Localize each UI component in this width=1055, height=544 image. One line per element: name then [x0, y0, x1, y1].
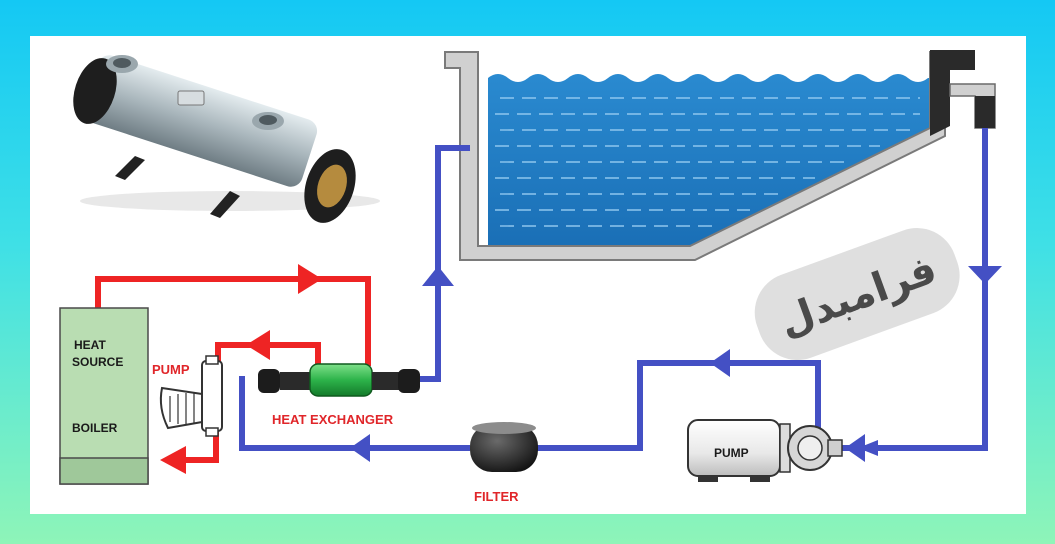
pool-water-loop: [239, 128, 988, 451]
watermark-badge: فرامبدل: [754, 228, 960, 361]
boiler-label: BOILER: [72, 421, 118, 435]
pump-icon: PUMP: [687, 419, 843, 482]
filter-icon: FILTER: [470, 422, 538, 504]
water-ripples: [495, 97, 920, 227]
flow-arrow-icon: [350, 266, 1002, 462]
pump-label: PUMP: [152, 362, 190, 377]
heat-source-label: HEAT: [74, 338, 106, 352]
flow-arrow-icon: [160, 264, 322, 474]
heat-exchanger: HEAT EXCHANGER: [258, 363, 420, 427]
pool-skimmer: [930, 50, 975, 136]
diagram-frame: HEAT SOURCE BOILER PUMP HEAT EXCHANGER F…: [30, 36, 1026, 514]
filter-label: FILTER: [474, 489, 519, 504]
pool-heating-diagram: HEAT SOURCE BOILER PUMP HEAT EXCHANGER F…: [59, 50, 1002, 504]
heat-source-label-2: SOURCE: [72, 355, 123, 369]
heat-exchanger-label: HEAT EXCHANGER: [272, 412, 394, 427]
pool-water: [488, 74, 930, 246]
heat-exchanger-product-photo: [73, 55, 380, 223]
heat-source-boiler: HEAT SOURCE BOILER: [59, 307, 149, 485]
small-pump: PUMP: [152, 355, 223, 437]
pool: [444, 50, 996, 261]
pump-large-label: PUMP: [714, 446, 749, 460]
